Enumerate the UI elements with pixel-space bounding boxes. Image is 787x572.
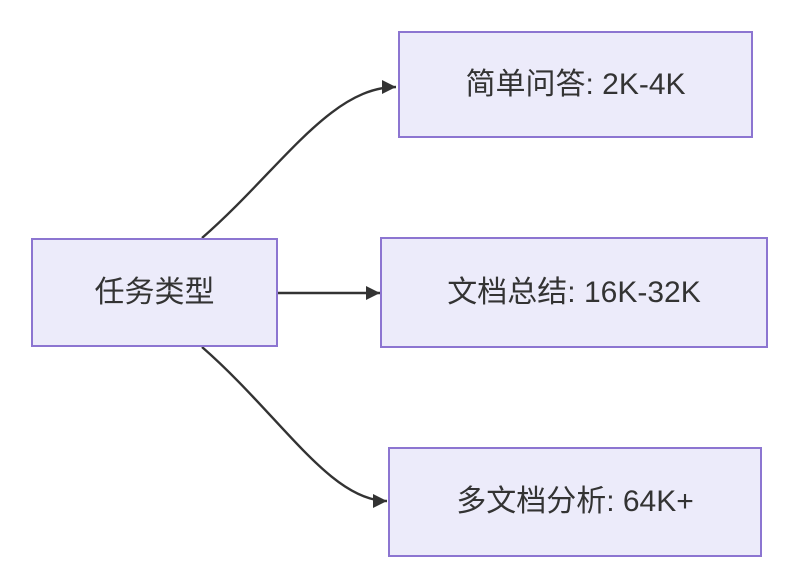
node-multi-doc-analysis-label: 多文档分析: 64K+ (456, 485, 694, 518)
node-doc-summary-label: 文档总结: 16K-32K (447, 275, 701, 309)
node-task-type: 任务类型 (31, 238, 278, 347)
node-simple-qa: 简单问答: 2K-4K (398, 31, 753, 138)
edge-root-to-simple-qa (201, 80, 397, 239)
node-simple-qa-label: 简单问答: 2K-4K (465, 67, 686, 101)
node-multi-doc-analysis: 多文档分析: 64K+ (388, 447, 762, 557)
node-doc-summary: 文档总结: 16K-32K (380, 237, 768, 348)
edge-root-to-multi-doc (201, 346, 388, 508)
node-task-type-label: 任务类型 (94, 275, 215, 309)
